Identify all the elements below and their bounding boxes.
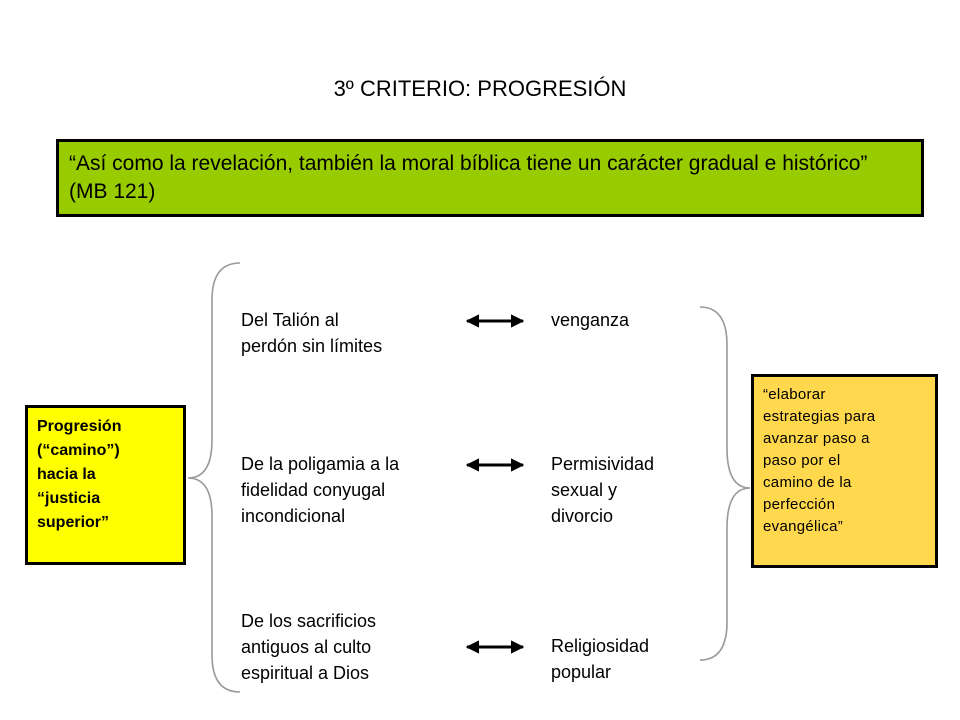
row-from-line: espiritual a Dios — [241, 663, 370, 683]
strategy-line: estrategias para — [763, 408, 876, 425]
row-from-text: De los sacrificios antiguos al culto esp… — [241, 608, 461, 686]
row-from-line: antiguos al culto — [241, 637, 372, 657]
strategy-line: camino de la — [763, 474, 852, 491]
quote-box: “Así como la revelación, también la mora… — [56, 139, 924, 217]
slide-title: 3º CRITERIO: PROGRESIÓN — [333, 76, 627, 101]
strategy-line: “elaborar — [763, 386, 826, 403]
progression-line: (“camino”) — [37, 442, 120, 459]
row-to-line: popular — [551, 662, 612, 682]
progression-box: Progresión (“camino”) hacia la “justicia… — [25, 405, 186, 565]
strategy-line: avanzar paso a — [763, 430, 870, 447]
row-from-line: perdón sin límites — [241, 336, 383, 356]
right-brace — [699, 306, 751, 661]
row-to-text: Religiosidad popular — [551, 633, 701, 685]
row-from-line: fidelidad conyugal — [241, 480, 386, 500]
progression-line: hacia la — [37, 466, 96, 483]
row-from-line: De los sacrificios — [241, 611, 377, 631]
row-from-text: Del Talión al perdón sin límites — [241, 307, 461, 359]
row-from-line: Del Talión al — [241, 310, 339, 330]
row-from-line: De la poligamia a la — [241, 454, 400, 474]
strategy-box: “elaborar estrategias para avanzar paso … — [751, 374, 938, 568]
left-brace — [187, 262, 241, 693]
row-to-line: sexual y — [551, 480, 618, 500]
progression-line: Progresión — [37, 418, 122, 435]
row-to-text: venganza — [551, 307, 701, 333]
row-to-line: Permisividad — [551, 454, 655, 474]
progression-line: “justicia — [37, 490, 101, 507]
progression-line: superior” — [37, 514, 110, 531]
row-from-text: De la poligamia a la fidelidad conyugal … — [241, 451, 461, 529]
row-from-line: incondicional — [241, 506, 346, 526]
strategy-line: paso por el — [763, 452, 841, 469]
row-to-line: venganza — [551, 310, 630, 330]
row-to-line: Religiosidad — [551, 636, 650, 656]
strategy-line: evangélica” — [763, 518, 844, 535]
row-to-text: Permisividad sexual y divorcio — [551, 451, 701, 529]
strategy-line: perfección — [763, 496, 836, 513]
row-to-line: divorcio — [551, 506, 614, 526]
